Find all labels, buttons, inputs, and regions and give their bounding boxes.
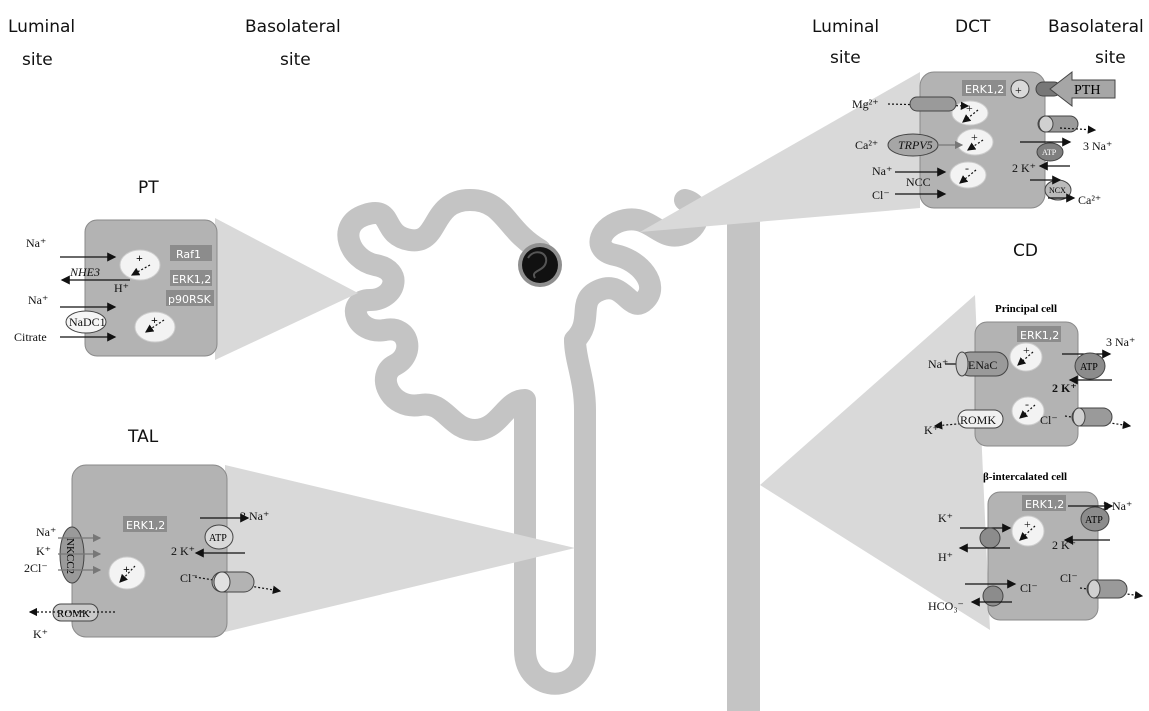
beta-cl-in: Cl⁻ (1020, 581, 1038, 595)
svg-text:TRPV5: TRPV5 (898, 138, 933, 152)
beta-h: H⁺ (938, 550, 953, 564)
principal-cl: Cl⁻ (1040, 413, 1058, 427)
svg-text:+: + (1015, 83, 1022, 97)
dct-mg: Mg²⁺ (852, 97, 879, 111)
svg-text:ROMK: ROMK (960, 413, 996, 427)
principal-3na: 3 Na⁺ (1106, 335, 1135, 349)
collecting-duct (727, 196, 760, 711)
svg-text:ATP: ATP (1085, 515, 1103, 526)
beta-hco3-exchanger (983, 586, 1003, 606)
nhe3-label: NHE3 (69, 265, 100, 279)
svg-text:Luminal: Luminal (812, 17, 879, 37)
tal-k-out: K⁺ (33, 627, 48, 641)
tal-title: TAL (127, 427, 159, 447)
pth-arrow: PTH (1050, 72, 1115, 106)
svg-text:ENaC: ENaC (968, 358, 997, 372)
tal-cl: Cl⁻ (180, 571, 198, 585)
principal-cell-title: Principal cell (995, 303, 1057, 315)
svg-text:NCX: NCX (1049, 186, 1066, 195)
svg-text:ERK1,2: ERK1,2 (172, 273, 211, 286)
dct-na: Na⁺ (872, 164, 892, 178)
svg-text:-: - (1025, 397, 1029, 411)
svg-text:ERK1,2: ERK1,2 (1025, 498, 1064, 511)
svg-text:ATP: ATP (1080, 362, 1098, 373)
svg-text:NKCC2: NKCC2 (64, 538, 76, 574)
luminal-site-right: Luminal site (812, 17, 879, 68)
dct-ca: Ca²⁺ (855, 138, 878, 152)
cd-title: CD (1013, 241, 1038, 261)
pt-zoom-wedge (215, 218, 358, 360)
tal-k: K⁺ (36, 544, 51, 558)
pt-h: H⁺ (114, 281, 129, 295)
svg-text:+: + (136, 251, 143, 265)
beta-cell-title: β-intercalated cell (983, 471, 1067, 483)
principal-romk-channel: ROMK (958, 410, 1003, 428)
luminal-site-left: Luminal site (8, 17, 75, 70)
beta-cl-out: Cl⁻ (1060, 571, 1078, 585)
svg-text:site: site (1095, 48, 1126, 68)
pt-na-2: Na⁺ (28, 293, 48, 307)
dct-2k: 2 K⁺ (1012, 161, 1036, 175)
svg-text:ROMK: ROMK (57, 608, 90, 620)
enac-channel: ENaC (956, 352, 1008, 376)
principal-2k: 2 K⁺ (1052, 381, 1077, 395)
svg-text:ATP: ATP (1042, 148, 1057, 157)
svg-text:p90RSK: p90RSK (168, 293, 212, 306)
dct-mg-channel (910, 97, 956, 111)
svg-text:ERK1,2: ERK1,2 (1020, 329, 1059, 342)
pt-citrate: Citrate (14, 330, 47, 344)
beta-hco3: HCO₃⁻ (928, 599, 964, 613)
svg-text:Basolateral: Basolateral (245, 17, 341, 37)
svg-text:+: + (1024, 517, 1031, 531)
svg-text:+: + (966, 101, 973, 115)
dct-ca-out: Ca²⁺ (1078, 193, 1101, 207)
basolateral-site-left: Basolateral site (245, 17, 341, 70)
svg-text:Raf1: Raf1 (176, 248, 201, 261)
svg-text:Basolateral: Basolateral (1048, 17, 1144, 37)
tal-romk-channel: ROMK (53, 604, 98, 621)
svg-text:ERK1,2: ERK1,2 (126, 519, 165, 532)
beta-k-transporter (980, 528, 1000, 548)
dct-basolateral-channel (1038, 116, 1078, 132)
tal-na: Na⁺ (36, 525, 56, 539)
dct-zoom-wedge (640, 72, 920, 232)
svg-text:+: + (971, 130, 978, 144)
tal-2cl: 2Cl⁻ (24, 561, 48, 575)
svg-text:+: + (123, 562, 130, 576)
svg-text:NaDC1: NaDC1 (69, 315, 106, 329)
glomerulus (518, 243, 562, 287)
pt-title: PT (138, 178, 159, 198)
svg-text:PTH: PTH (1074, 83, 1100, 98)
svg-text:site: site (280, 50, 311, 70)
dct-cl: Cl⁻ (872, 188, 890, 202)
tal-2k: 2 K⁺ (171, 544, 195, 558)
beta-intercalated-cell: ERK1,2 + (988, 492, 1098, 620)
principal-cl-channel (1072, 408, 1112, 426)
principal-k: K⁺ (924, 423, 939, 437)
svg-text:ATP: ATP (209, 533, 227, 544)
principal-zoom-wedge (760, 295, 990, 630)
svg-text:ERK1,2: ERK1,2 (965, 83, 1004, 96)
svg-text:-: - (965, 161, 969, 175)
ncc-label: NCC (906, 175, 931, 189)
dct-3na: 3 Na⁺ (1083, 139, 1112, 153)
tal-cl-channel (212, 572, 254, 592)
svg-text:site: site (22, 50, 53, 70)
dct-title: DCT (955, 17, 991, 37)
pt-cell: Raf1 ERK1,2 p90RSK + + (85, 220, 217, 356)
svg-text:Luminal: Luminal (8, 17, 75, 37)
beta-cl-channel (1087, 580, 1127, 598)
tal-3na: 3 Na⁺ (240, 509, 269, 523)
basolateral-site-right: Basolateral site (1048, 17, 1144, 68)
pt-na-1: Na⁺ (26, 236, 46, 250)
svg-text:site: site (830, 48, 861, 68)
beta-k: K⁺ (938, 511, 953, 525)
dct-cell: ERK1,2 + + + - (920, 72, 1045, 208)
